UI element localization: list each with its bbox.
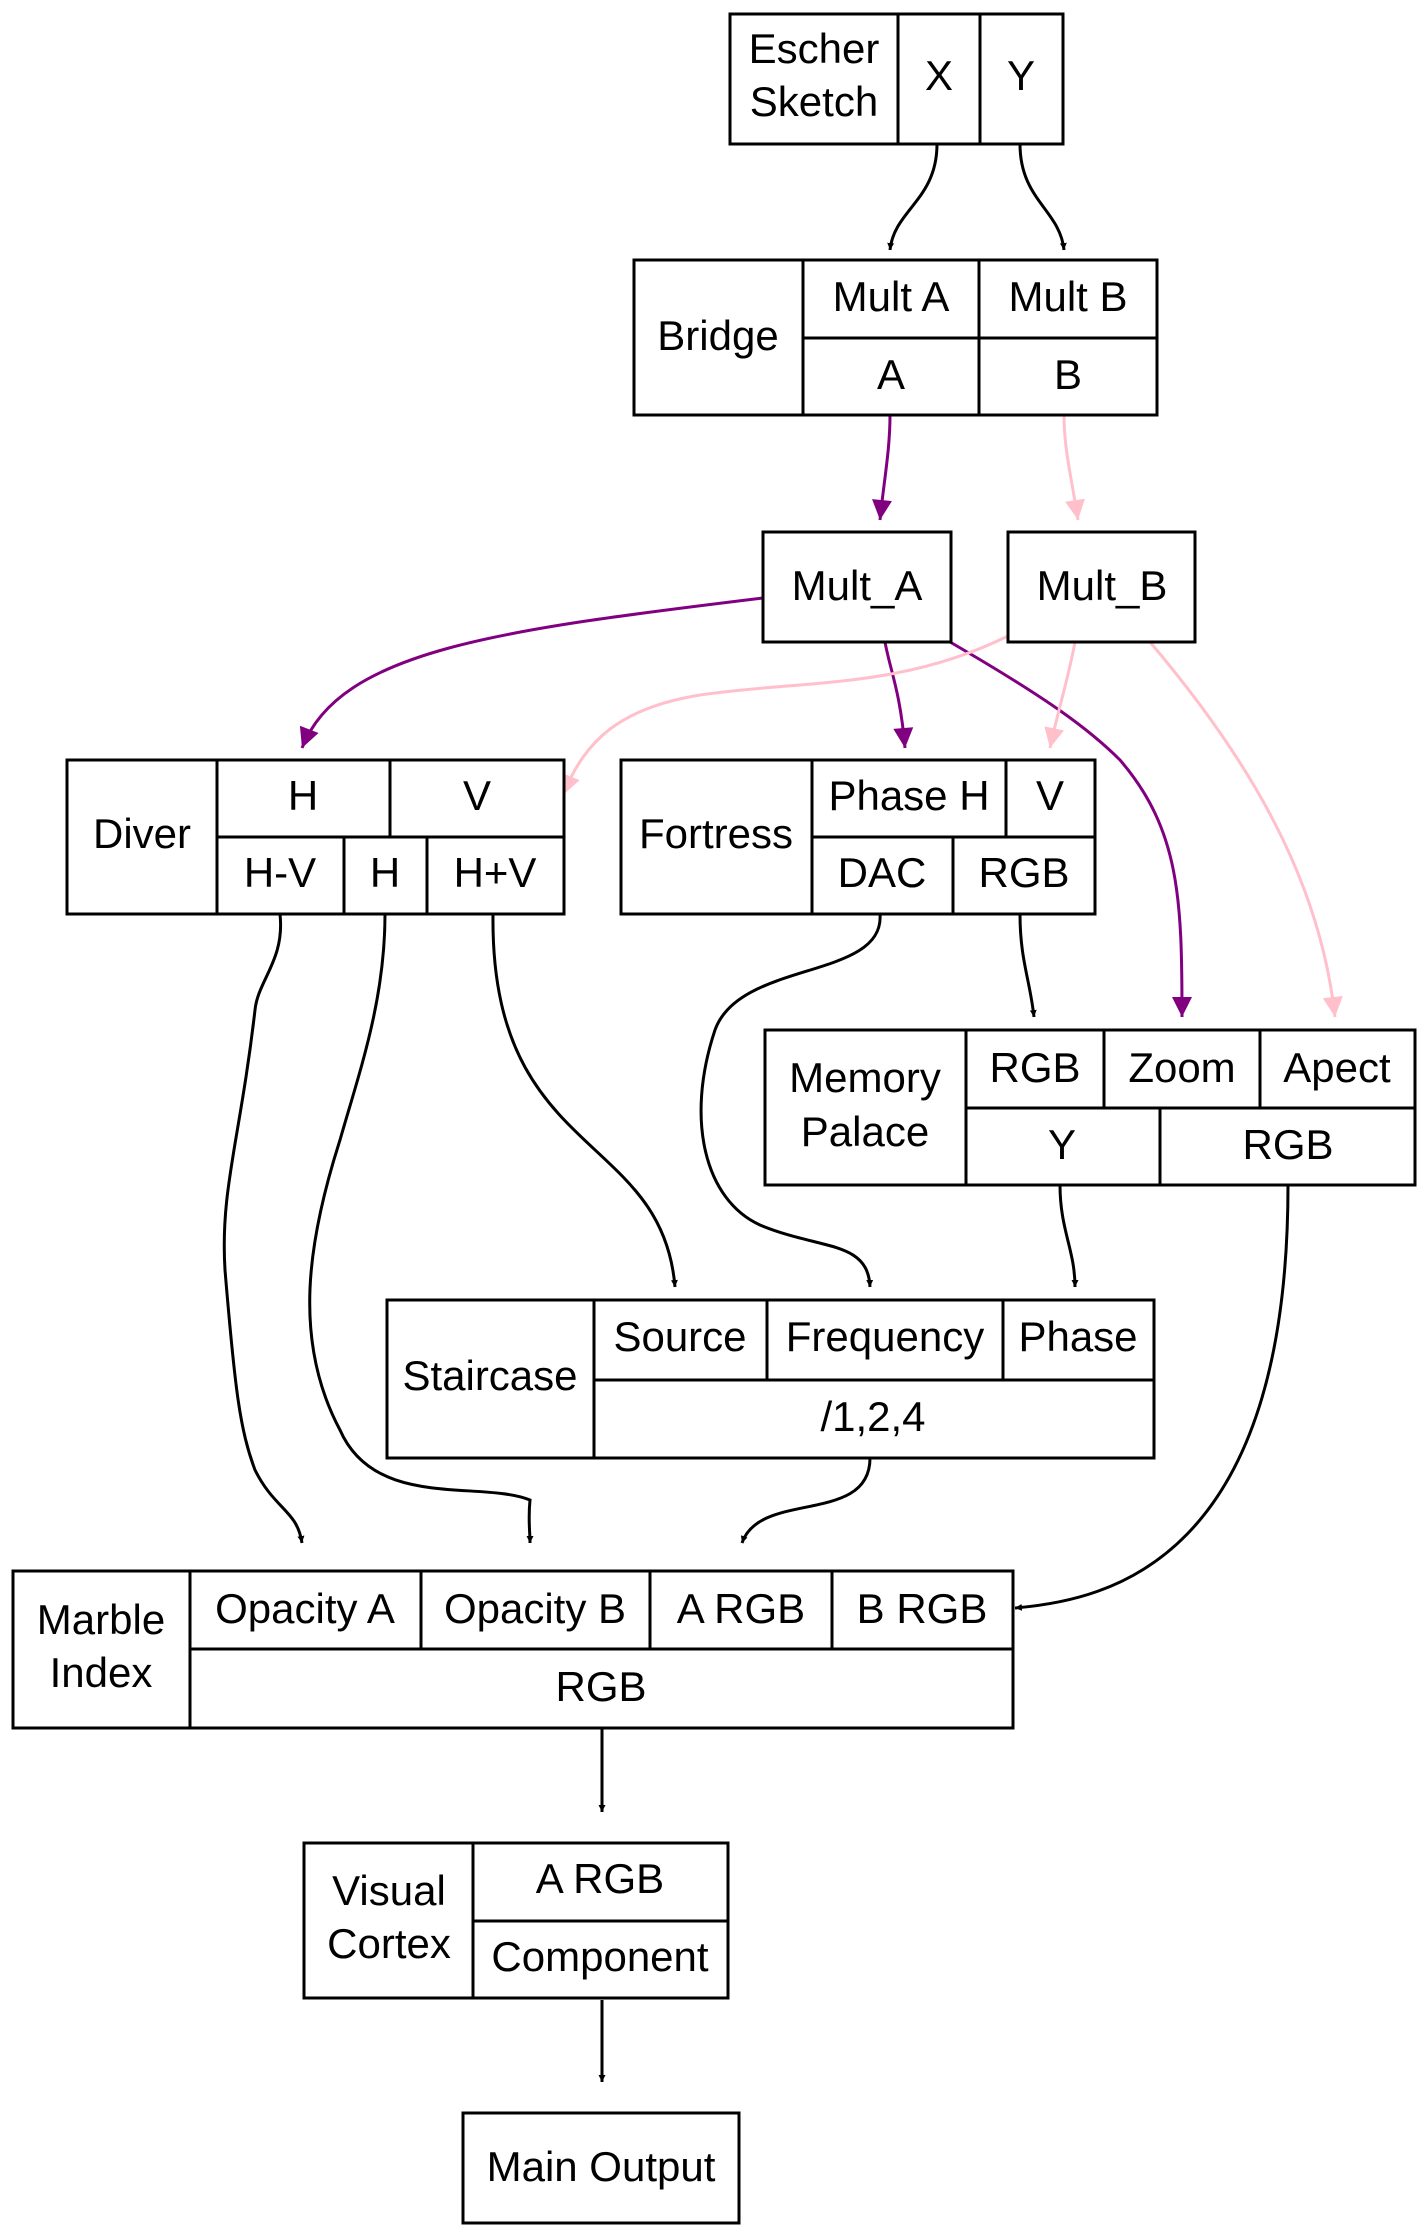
port-marble-opacity-a[interactable]: Opacity A: [215, 1585, 395, 1632]
node-memory-title-line2: Palace: [801, 1108, 929, 1155]
edge-memory-y-to-staircase-phase: [1058, 1184, 1079, 1288]
node-marble-title-line1: Marble: [37, 1596, 165, 1643]
node-cortex-title-line2: Cortex: [327, 1920, 451, 1967]
port-diver-h-minus-v[interactable]: H-V: [244, 849, 316, 896]
port-bridge-mult-b[interactable]: Mult B: [1008, 273, 1127, 320]
edge-diver-hmv-to-marble-opacity-a: [222, 913, 305, 1544]
edge-staircase-out-to-marble-a-rgb: [740, 1457, 872, 1544]
port-escher-x[interactable]: X: [925, 52, 953, 99]
node-memory-palace[interactable]: Memory Palace RGB Zoom Apect Y RGB: [763, 1028, 1417, 1187]
node-diver[interactable]: Diver H V H-V H H+V: [65, 758, 566, 916]
node-bridge-title: Bridge: [657, 312, 778, 359]
edge-bridge-a-to-mult-a: [872, 414, 892, 521]
node-staircase-title: Staircase: [402, 1352, 577, 1399]
edge-mult-b-to-memory-apect: [1148, 641, 1343, 1018]
node-staircase[interactable]: Staircase Source Frequency Phase /1,2,4: [385, 1298, 1156, 1460]
port-staircase-source[interactable]: Source: [613, 1313, 746, 1360]
node-marble-index[interactable]: Marble Index Opacity A Opacity B A RGB B…: [11, 1569, 1015, 1730]
node-diver-title: Diver: [93, 810, 191, 857]
port-marble-a-rgb[interactable]: A RGB: [677, 1585, 805, 1632]
port-fortress-rgb[interactable]: RGB: [978, 849, 1069, 896]
port-marble-opacity-b[interactable]: Opacity B: [444, 1585, 626, 1632]
node-mult-b[interactable]: Mult_B: [1006, 530, 1197, 644]
port-bridge-mult-a[interactable]: Mult A: [833, 273, 950, 320]
node-mult-a[interactable]: Mult_A: [761, 530, 953, 644]
port-cortex-a-rgb[interactable]: A RGB: [536, 1855, 664, 1902]
edge-escher-y-to-bridge-mult-b: [1018, 143, 1067, 251]
edge-mult-a-to-memory-zoom: [949, 640, 1192, 1018]
edge-diver-h-to-marble-opacity-b: [308, 913, 534, 1544]
port-diver-h-in[interactable]: H: [288, 772, 318, 819]
edge-diver-hpv-to-staircase-source: [491, 913, 678, 1288]
node-mult-a-frame: [761, 530, 953, 644]
port-memory-zoom[interactable]: Zoom: [1128, 1044, 1235, 1091]
edge-mult-b-to-fortress-v: [1044, 641, 1077, 749]
edge-fortress-rgb-to-memory-rgb: [1018, 913, 1037, 1018]
node-escher-title-line2: Sketch: [750, 78, 878, 125]
port-memory-rgb-out[interactable]: RGB: [1242, 1121, 1333, 1168]
port-cortex-component[interactable]: Component: [491, 1933, 708, 1980]
port-diver-h-out[interactable]: H: [370, 849, 400, 896]
port-staircase-frequency[interactable]: Frequency: [786, 1313, 984, 1360]
port-fortress-dac[interactable]: DAC: [838, 849, 927, 896]
port-bridge-b[interactable]: B: [1054, 351, 1082, 398]
port-marble-b-rgb[interactable]: B RGB: [857, 1585, 988, 1632]
edge-mult-a-to-diver-h: [299, 596, 764, 749]
node-mult-b-frame: [1006, 530, 1197, 644]
node-bridge[interactable]: Bridge Mult A Mult B A B: [632, 258, 1159, 417]
node-visual-cortex[interactable]: Visual Cortex A RGB Component: [302, 1841, 730, 2000]
port-fortress-phase-h[interactable]: Phase H: [828, 772, 989, 819]
node-escher-sketch[interactable]: Escher Sketch X Y: [728, 12, 1065, 146]
node-main-output-frame: [461, 2111, 741, 2225]
edge-mult-b-to-diver-v: [561, 633, 1011, 796]
node-mult-a-title: Mult_A: [792, 562, 923, 609]
edge-mult-a-to-fortress-phase-h: [883, 641, 914, 749]
port-fortress-v[interactable]: V: [1036, 772, 1064, 819]
edge-escher-x-to-bridge-mult-a: [887, 143, 939, 251]
node-escher-title-line1: Escher: [749, 25, 880, 72]
port-staircase-divider[interactable]: /1,2,4: [820, 1393, 925, 1440]
node-main-output-title: Main Output: [487, 2143, 716, 2190]
port-diver-h-plus-v[interactable]: H+V: [454, 849, 537, 896]
edge-layer: [222, 143, 1343, 2082]
node-memory-title-line1: Memory: [789, 1054, 941, 1101]
node-mult-b-title: Mult_B: [1037, 562, 1168, 609]
port-marble-rgb-out[interactable]: RGB: [555, 1663, 646, 1710]
edge-memory-rgb-to-marble-b-rgb: [1014, 1184, 1290, 1611]
node-main-output[interactable]: Main Output: [461, 2111, 741, 2225]
port-memory-apect[interactable]: Apect: [1283, 1044, 1391, 1091]
node-cortex-title-line1: Visual: [332, 1867, 446, 1914]
port-memory-y[interactable]: Y: [1048, 1121, 1076, 1168]
node-fortress-title: Fortress: [639, 810, 793, 857]
edge-fortress-dac-to-staircase-frequency: [699, 913, 882, 1288]
port-diver-v-in[interactable]: V: [463, 772, 491, 819]
port-bridge-a[interactable]: A: [877, 351, 905, 398]
port-escher-y[interactable]: Y: [1007, 52, 1035, 99]
port-memory-rgb-in[interactable]: RGB: [989, 1044, 1080, 1091]
node-marble-title-line2: Index: [50, 1649, 153, 1696]
port-staircase-phase[interactable]: Phase: [1018, 1313, 1137, 1360]
node-fortress[interactable]: Fortress Phase H V DAC RGB: [619, 758, 1097, 916]
edge-bridge-b-to-mult-b: [1062, 414, 1085, 521]
